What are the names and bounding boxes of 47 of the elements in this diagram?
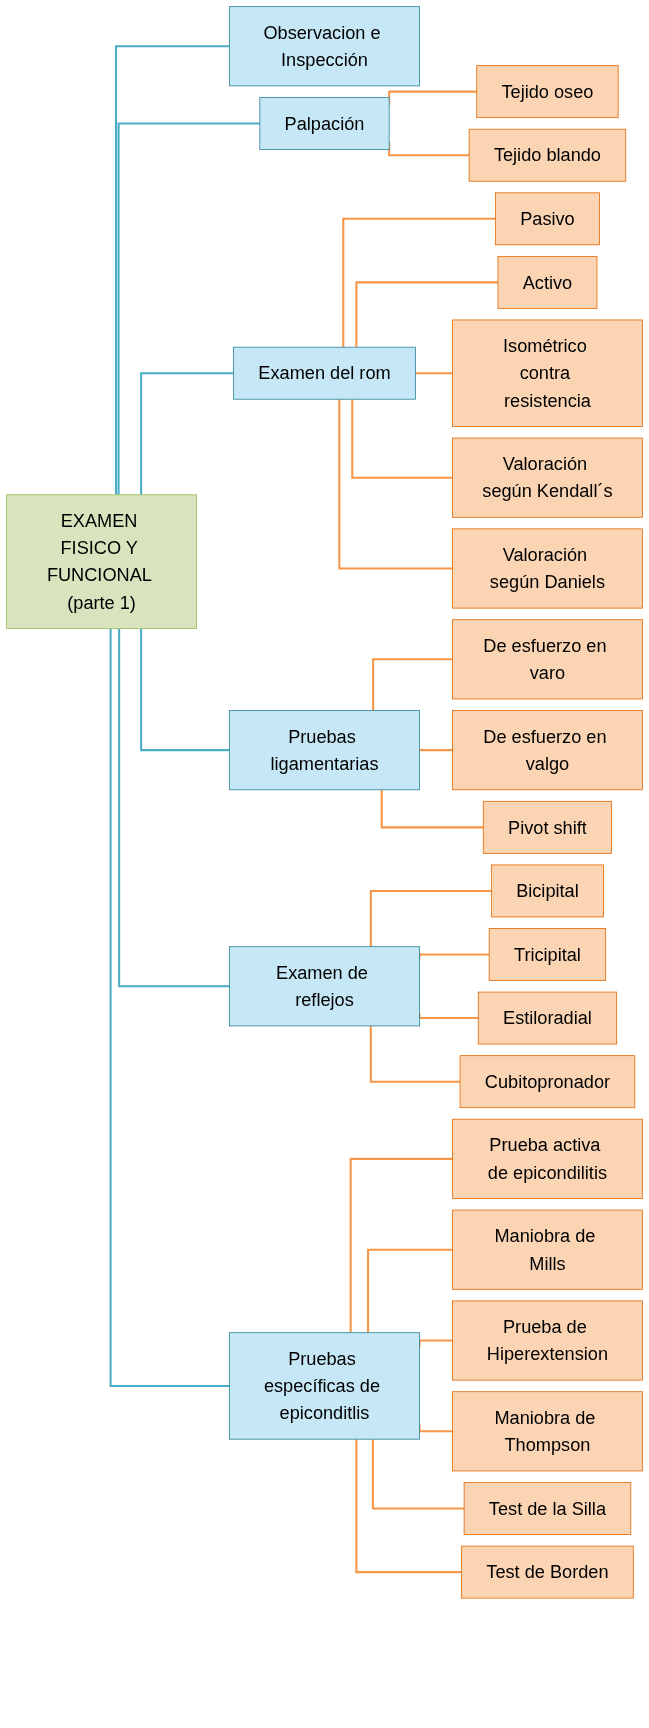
node-box: EXAMEN FISICO Y FUNCIONAL (parte 1) [6,494,197,629]
connector [418,749,453,752]
connector [338,399,453,570]
node-box: Isométrico contra resistencia [452,319,643,427]
node-box: Tejido blando [468,128,627,182]
node-box: Examen de reflejos [229,946,420,1027]
node-box: Bicipital [490,864,604,918]
node-box: Palpación [259,97,390,150]
connector [349,1157,453,1333]
node-box: Maniobra de Mills [452,1209,643,1290]
connector [140,628,230,752]
node-box: Observacion e Inspección [229,6,420,87]
node-box: Estiloradial [477,991,618,1045]
connector [414,372,453,375]
connector [355,1439,462,1574]
node-box: Examen del rom [233,346,416,400]
connector [380,789,484,829]
connector [117,122,260,495]
node-box: Prueba de Hiperextension [452,1300,643,1381]
node-box: Pivot shift [482,800,612,854]
node-box: Tricipital [488,928,607,981]
node-box: Activo [497,255,598,309]
connector [369,889,492,947]
connector [371,1439,465,1510]
connector [367,1248,453,1333]
node-box: Valoración según Daniels [452,528,643,609]
node-box: De esfuerzo en varo [452,619,643,700]
node-box: Prueba activa de epicondilitis [452,1118,643,1199]
node-box: Maniobra de Thompson [452,1391,643,1472]
connector [355,281,498,348]
node-box: Tejido oseo [476,65,619,119]
node-box: Pruebas específicas de epiconditlis [229,1332,420,1440]
node-box: Cubitopronador [459,1055,636,1109]
connector [351,399,453,479]
connector [115,45,230,495]
node-box: Pasivo [495,192,600,246]
connector [342,217,496,348]
node-box: Test de Borden [461,1545,634,1599]
node-box: Valoración según Kendall´s [452,437,643,518]
connector [118,628,230,988]
connector [372,658,453,711]
node-box: Pruebas ligamentarias [229,710,420,791]
node-box: Test de la Silla [463,1482,632,1535]
node-box: De esfuerzo en valgo [452,710,643,791]
connector [140,372,234,495]
connector [369,1025,461,1083]
connector [109,628,230,1387]
